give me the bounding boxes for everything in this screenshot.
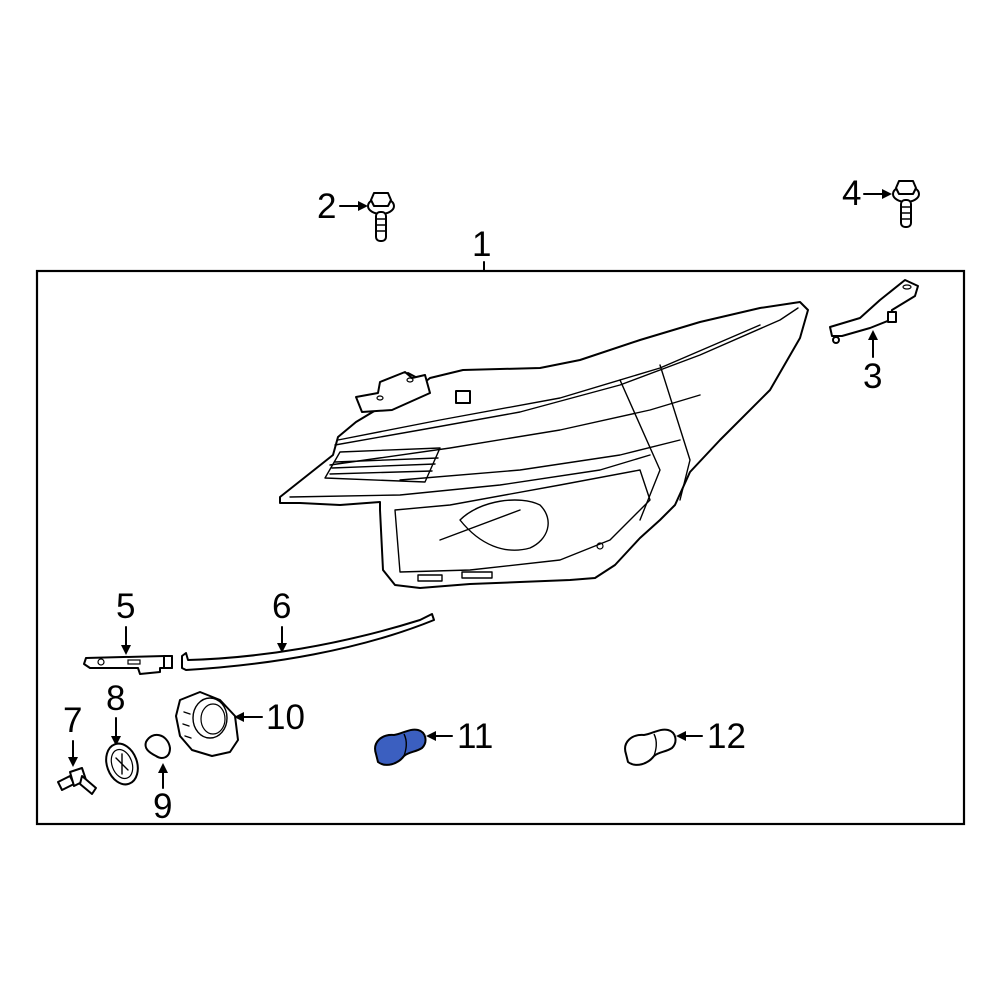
callout-5[interactable]: 5	[83, 587, 173, 675]
callout-9[interactable]: 9	[144, 733, 172, 826]
callout-8-label: 8	[106, 679, 125, 718]
cap-icon	[105, 742, 139, 786]
assembly-frame	[35, 269, 966, 826]
callout-1[interactable]: 1	[472, 225, 491, 264]
callout-4-label: 4	[842, 174, 861, 213]
callout-11[interactable]: 11	[374, 717, 493, 766]
arrowhead-11	[426, 731, 436, 741]
arrowhead-9	[158, 763, 168, 773]
arrowhead-10	[234, 712, 244, 722]
callout-9-label: 9	[153, 787, 172, 826]
callout-6-label: 6	[272, 587, 291, 626]
callout-5-label: 5	[116, 587, 135, 626]
callout-3[interactable]: 3	[829, 279, 919, 396]
arrowhead-7	[68, 757, 78, 767]
callout-12[interactable]: 12	[624, 717, 746, 766]
bulb-icon	[624, 728, 677, 766]
bolt-icon	[892, 180, 920, 228]
callout-7-label: 7	[63, 701, 82, 740]
callout-12-label: 12	[707, 717, 746, 756]
trim-strip-icon	[181, 613, 435, 671]
callout-4[interactable]: 4	[842, 174, 920, 228]
arrowhead-6	[277, 643, 287, 653]
callout-6[interactable]: 6	[181, 587, 435, 671]
dust-cover-icon	[175, 691, 239, 757]
clip-icon	[83, 655, 173, 675]
callout-3-label: 3	[863, 357, 882, 396]
callout-2-label: 2	[317, 187, 336, 226]
bulb-icon-highlighted	[374, 728, 427, 766]
arrowhead-4	[882, 189, 892, 199]
callout-10-label: 10	[266, 698, 305, 737]
callout-1-label: 1	[472, 225, 491, 264]
seal-icon	[144, 733, 171, 759]
socket-icon	[57, 767, 97, 795]
arrowhead-2	[358, 201, 368, 211]
callout-8[interactable]: 8	[101, 679, 144, 789]
callout-11-label: 11	[457, 717, 493, 756]
callout-2[interactable]: 2	[317, 187, 395, 242]
arrowhead-3	[868, 330, 878, 340]
callout-10[interactable]: 10	[175, 691, 305, 757]
headlamp-assembly[interactable]	[279, 301, 809, 589]
arrowhead-8	[111, 736, 121, 746]
bracket-icon	[829, 279, 919, 344]
bolt-icon	[367, 192, 395, 242]
arrowhead-12	[676, 731, 686, 741]
arrowhead-5	[121, 645, 131, 655]
callout-7[interactable]: 7	[57, 701, 97, 795]
